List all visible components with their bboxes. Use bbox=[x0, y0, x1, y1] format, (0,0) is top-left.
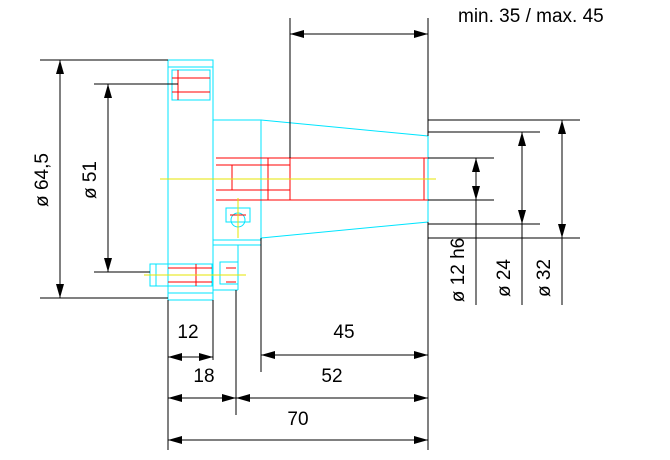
dia-shaft-label: ø 12 h6 bbox=[448, 238, 469, 302]
len-12-label: 12 bbox=[177, 322, 198, 343]
centerlines bbox=[144, 178, 436, 276]
len-45-label: 45 bbox=[333, 322, 354, 343]
hidden-lines bbox=[168, 70, 428, 286]
arrowheads bbox=[56, 30, 566, 444]
dia-bolt-circle-label: ø 51 bbox=[80, 161, 101, 199]
len-52-label: 52 bbox=[321, 366, 342, 387]
dimension-lines bbox=[40, 18, 580, 450]
range-label: min. 35 / max. 45 bbox=[458, 6, 604, 27]
len-18-label: 18 bbox=[193, 366, 214, 387]
len-70-label: 70 bbox=[287, 409, 308, 430]
dia-24-label: ø 24 bbox=[494, 259, 515, 297]
dia-32-label: ø 32 bbox=[534, 259, 555, 297]
part-outline bbox=[149, 59, 429, 301]
dia-flange-label: ø 64,5 bbox=[32, 153, 53, 207]
